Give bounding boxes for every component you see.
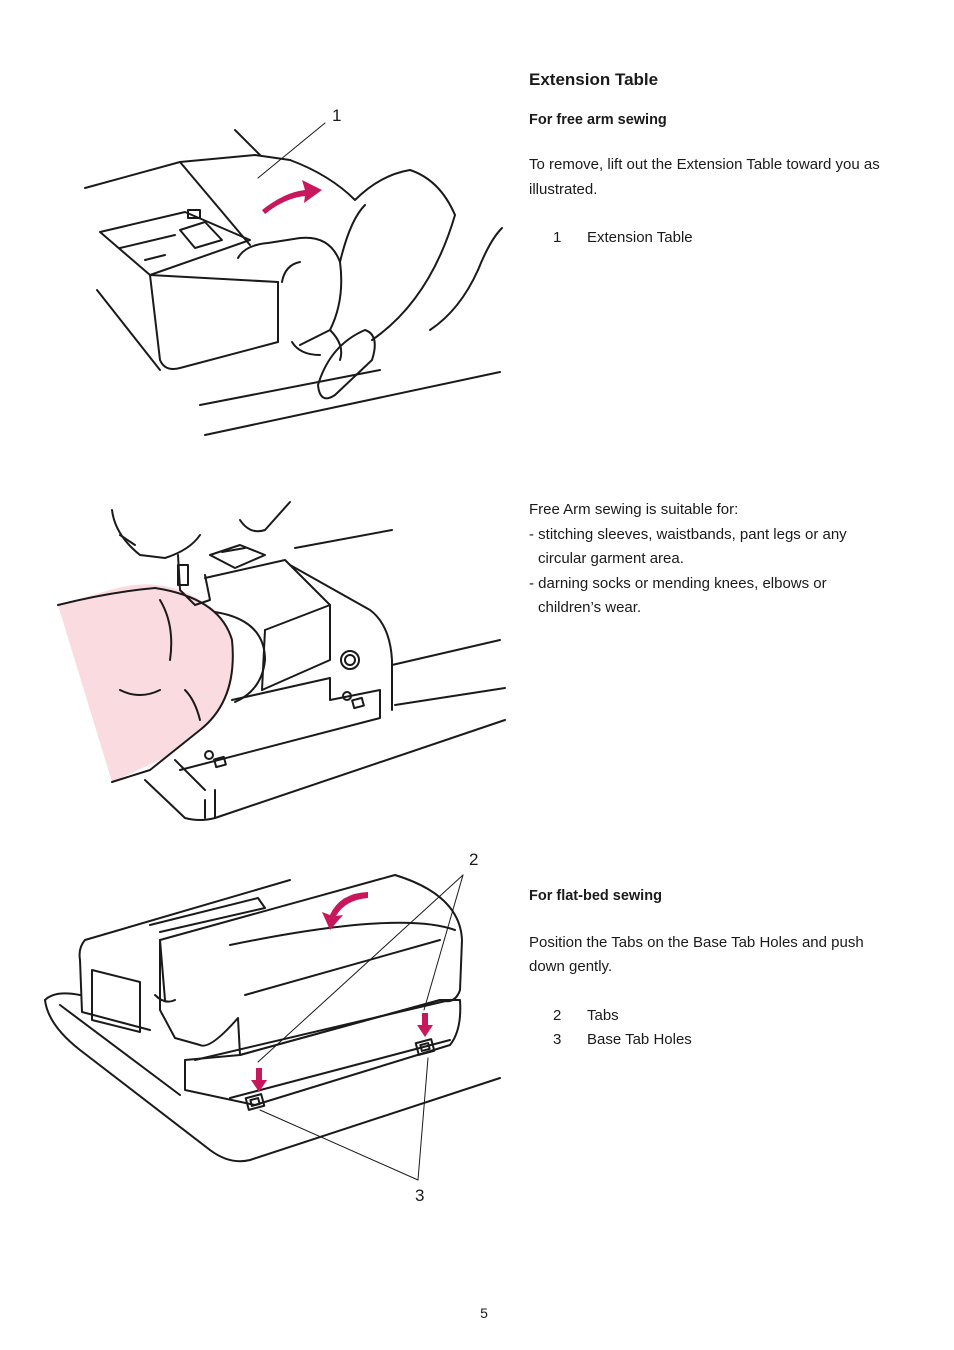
uses-bullet2-line2: children’s wear. <box>538 599 642 616</box>
item-number: 3 <box>553 1030 562 1048</box>
flat-bed-body-line1: Position the Tabs on the Base Tab Holes … <box>529 933 864 951</box>
list-item: 2 Tabs <box>529 1004 929 1028</box>
figure-remove-extension-table: 1 <box>0 90 520 450</box>
fabric-sleeve <box>58 584 234 782</box>
figure-free-arm-sewing <box>0 495 520 830</box>
illustration-extension-table-removal <box>84 122 503 436</box>
item-label: Tabs <box>587 1006 619 1024</box>
list-item: 3 Base Tab Holes <box>529 1028 929 1052</box>
uses-bullet1-line2: circular garment area. <box>538 550 684 567</box>
section-flat-bed: For flat-bed sewing Position the Tabs on… <box>529 884 929 1052</box>
free-arm-body-line1: To remove, lift out the Extension Table … <box>529 156 880 173</box>
page-title: Extension Table <box>529 70 659 89</box>
uses-intro: Free Arm sewing is suitable for: <box>529 501 739 518</box>
figure-flat-bed-sewing: 2 3 <box>0 850 520 1220</box>
list-item: 1 Extension Table <box>529 226 929 250</box>
page-number: 5 <box>480 1305 488 1321</box>
free-arm-body-line2: illustrated. <box>529 180 598 198</box>
down-arrow-icon <box>251 1068 267 1092</box>
fold-arrow-icon <box>322 892 368 930</box>
callout-1: 1 <box>332 106 342 125</box>
illustration-free-arm-sewing <box>57 501 506 821</box>
uses-bullet1-line1: - stitching sleeves, waistbands, pant le… <box>529 525 847 543</box>
down-arrow-icon <box>417 1013 433 1037</box>
section-free-arm-uses: Free Arm sewing is suitable for: - stitc… <box>529 498 929 621</box>
uses-bullet2-line1: - darning socks or mending knees, elbows… <box>529 574 827 592</box>
section-free-arm: Extension Table For free arm sewing To r… <box>529 68 929 250</box>
callout-3: 3 <box>415 1186 425 1205</box>
flat-bed-body-line2: down gently. <box>529 958 613 975</box>
item-number: 2 <box>553 1006 562 1024</box>
flat-bed-heading: For flat-bed sewing <box>529 888 662 904</box>
item-label: Base Tab Holes <box>587 1030 692 1048</box>
item-label: Extension Table <box>587 229 693 246</box>
lift-arrow-icon <box>262 180 322 214</box>
illustration-attach-extension-table <box>44 874 501 1181</box>
free-arm-heading: For free arm sewing <box>529 111 667 128</box>
item-number: 1 <box>553 229 562 246</box>
callout-2: 2 <box>469 850 479 869</box>
